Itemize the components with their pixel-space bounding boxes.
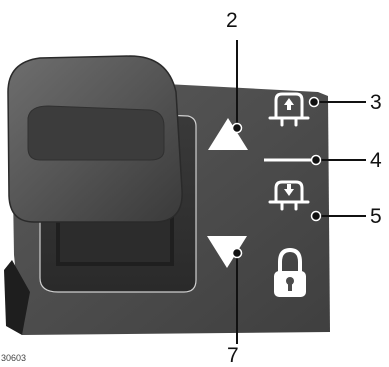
callout-3: 3 <box>370 91 382 114</box>
leader-dot-3 <box>308 96 320 108</box>
rocker-switch[interactable] <box>7 55 183 223</box>
leader-dot-7 <box>231 247 243 259</box>
leader-dot-2 <box>231 122 243 134</box>
callout-5: 5 <box>370 205 382 228</box>
leader-dot-4 <box>310 154 322 166</box>
triangle-up-icon[interactable] <box>208 118 248 150</box>
callout-2: 2 <box>226 9 238 32</box>
triangle-down-icon[interactable] <box>207 236 247 268</box>
reference-code: 30603 <box>1 353 27 363</box>
leader-dot-5 <box>310 210 322 222</box>
vehicle-raise-icon <box>268 92 310 127</box>
callout-4: 4 <box>370 149 382 172</box>
vehicle-lower-icon <box>268 180 310 211</box>
leader-dots <box>231 96 322 259</box>
leader-lines <box>236 40 366 344</box>
padlock-icon <box>274 247 306 297</box>
callout-7: 7 <box>227 344 239 367</box>
